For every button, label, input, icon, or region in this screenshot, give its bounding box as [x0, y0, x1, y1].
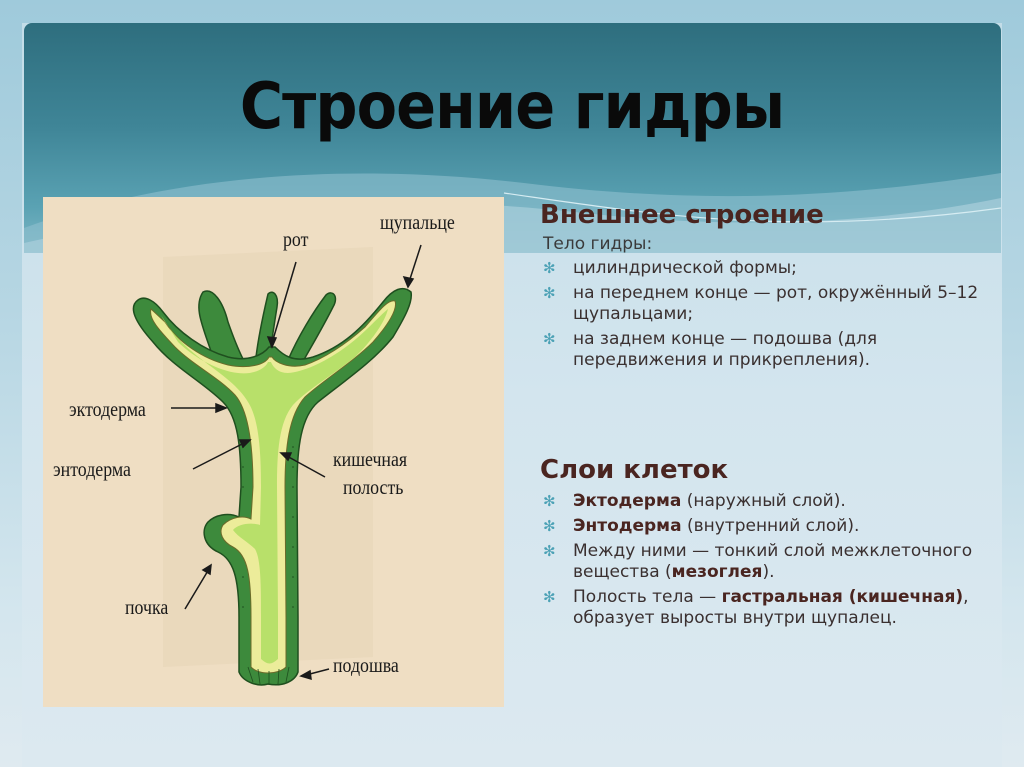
layers-bullets: ✻Эктодерма (наружный слой). ✻Энтодерма (… — [540, 491, 1000, 629]
list-item: ✻на переднем конце — рот, окружённый 5–1… — [543, 283, 979, 324]
asterisk-bullet-icon: ✻ — [543, 588, 556, 606]
label-cavity-2: полость — [343, 475, 404, 499]
asterisk-bullet-icon: ✻ — [543, 259, 556, 277]
cell-layers-section: Слои клеток ✻Эктодерма (наружный слой). … — [540, 455, 1000, 633]
label-bud: почка — [125, 595, 169, 619]
external-structure-section: Внешнее строение Тело гидры: ✻цилиндриче… — [540, 200, 1000, 375]
hydra-diagram: рот щупальце эктодерма энтодерма кишечна… — [43, 197, 504, 707]
asterisk-bullet-icon: ✻ — [543, 284, 556, 302]
label-ectoderm: эктодерма — [69, 397, 146, 421]
asterisk-bullet-icon: ✻ — [543, 517, 556, 535]
slide-title: Строение гидры — [239, 70, 785, 144]
hydra-illustration — [43, 197, 504, 707]
label-tentacle: щупальце — [380, 210, 455, 234]
external-heading: Внешнее строение — [540, 200, 824, 230]
list-item: ✻Полость тела — гастральная (кишечная), … — [543, 587, 969, 628]
external-lead: Тело гидры: — [543, 234, 653, 254]
external-bullets: ✻цилиндрической формы; ✻на переднем конц… — [540, 258, 1000, 371]
label-sole: подошва — [333, 653, 399, 677]
list-item: ✻Энтодерма (внутренний слой). — [543, 516, 860, 536]
label-mouth: рот — [283, 227, 309, 251]
layers-heading: Слои клеток — [540, 455, 729, 485]
label-endoderm: энтодерма — [53, 457, 131, 481]
list-item: ✻Эктодерма (наружный слой). — [543, 491, 846, 511]
list-item: ✻цилиндрической формы; — [543, 258, 797, 278]
asterisk-bullet-icon: ✻ — [543, 542, 556, 560]
asterisk-bullet-icon: ✻ — [543, 492, 556, 510]
asterisk-bullet-icon: ✻ — [543, 330, 556, 348]
list-item: ✻Между ними — тонкий слой межклеточного … — [543, 541, 973, 582]
list-item: ✻на заднем конце — подошва (для передвиж… — [543, 329, 878, 370]
label-cavity-1: кишечная — [333, 447, 408, 471]
